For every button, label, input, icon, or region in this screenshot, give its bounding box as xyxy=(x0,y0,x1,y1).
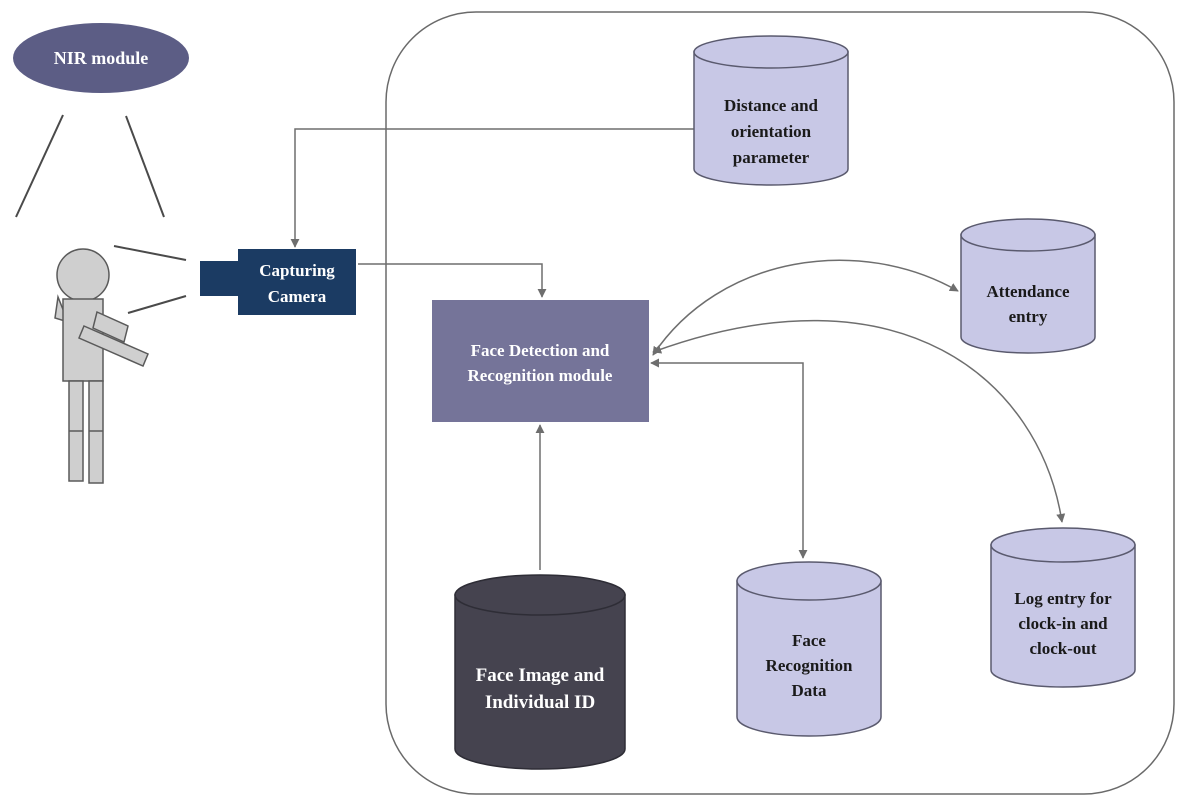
module-label-line-1: Face Detection and xyxy=(471,341,610,360)
nir-beam-right xyxy=(125,115,165,218)
attendance-entry-db xyxy=(960,218,1096,354)
camera-view-line-top xyxy=(113,245,187,261)
faceimage-db-label-line-1: Face Image and xyxy=(476,665,605,686)
system-boundary xyxy=(385,11,1175,795)
attendance-db-label-line-1: Attendance xyxy=(986,282,1070,301)
face-detection-recognition-module: Face Detection and Recognition module xyxy=(432,300,649,422)
log-db-label-line-3: clock-out xyxy=(1029,639,1096,658)
log-db-label-line-2: clock-in and xyxy=(1018,614,1108,633)
face-recognition-data-db xyxy=(736,561,882,737)
distance-orientation-db xyxy=(693,35,849,186)
camera-view-line-bottom xyxy=(127,295,187,314)
attendance-db-label-line-2: entry xyxy=(1009,307,1048,326)
module-label-line-2: Recognition module xyxy=(468,366,613,385)
face-image-individual-id-db xyxy=(454,574,626,770)
faceimage-db-label-line-2: Individual ID xyxy=(485,692,595,713)
distance-db-label-line-2: orientation xyxy=(731,122,812,141)
nir-module-label: NIR module xyxy=(54,48,149,68)
nir-module: NIR module xyxy=(13,23,189,93)
distance-db-label-line-1: Distance and xyxy=(724,96,819,115)
arrow-camera-to-module xyxy=(358,263,547,298)
arrow-distance-to-camera xyxy=(290,128,694,248)
log-entry-db xyxy=(990,527,1136,688)
facedata-db-label-line-3: Data xyxy=(792,681,827,700)
arrow-module-facedata xyxy=(650,358,808,559)
camera-label-line-1: Capturing xyxy=(259,261,335,280)
camera-label-line-2: Camera xyxy=(268,287,327,306)
person-figure xyxy=(54,248,149,484)
log-db-label-line-1: Log entry for xyxy=(1014,589,1112,608)
nir-beam-left xyxy=(15,114,64,218)
facedata-db-label-line-1: Face xyxy=(792,631,826,650)
arrow-module-log xyxy=(652,319,1066,523)
facedata-db-label-line-2: Recognition xyxy=(766,656,853,675)
capturing-camera: Capturing Camera xyxy=(200,249,356,315)
distance-db-label-line-3: parameter xyxy=(733,148,810,167)
arrow-module-attendance xyxy=(652,259,959,356)
